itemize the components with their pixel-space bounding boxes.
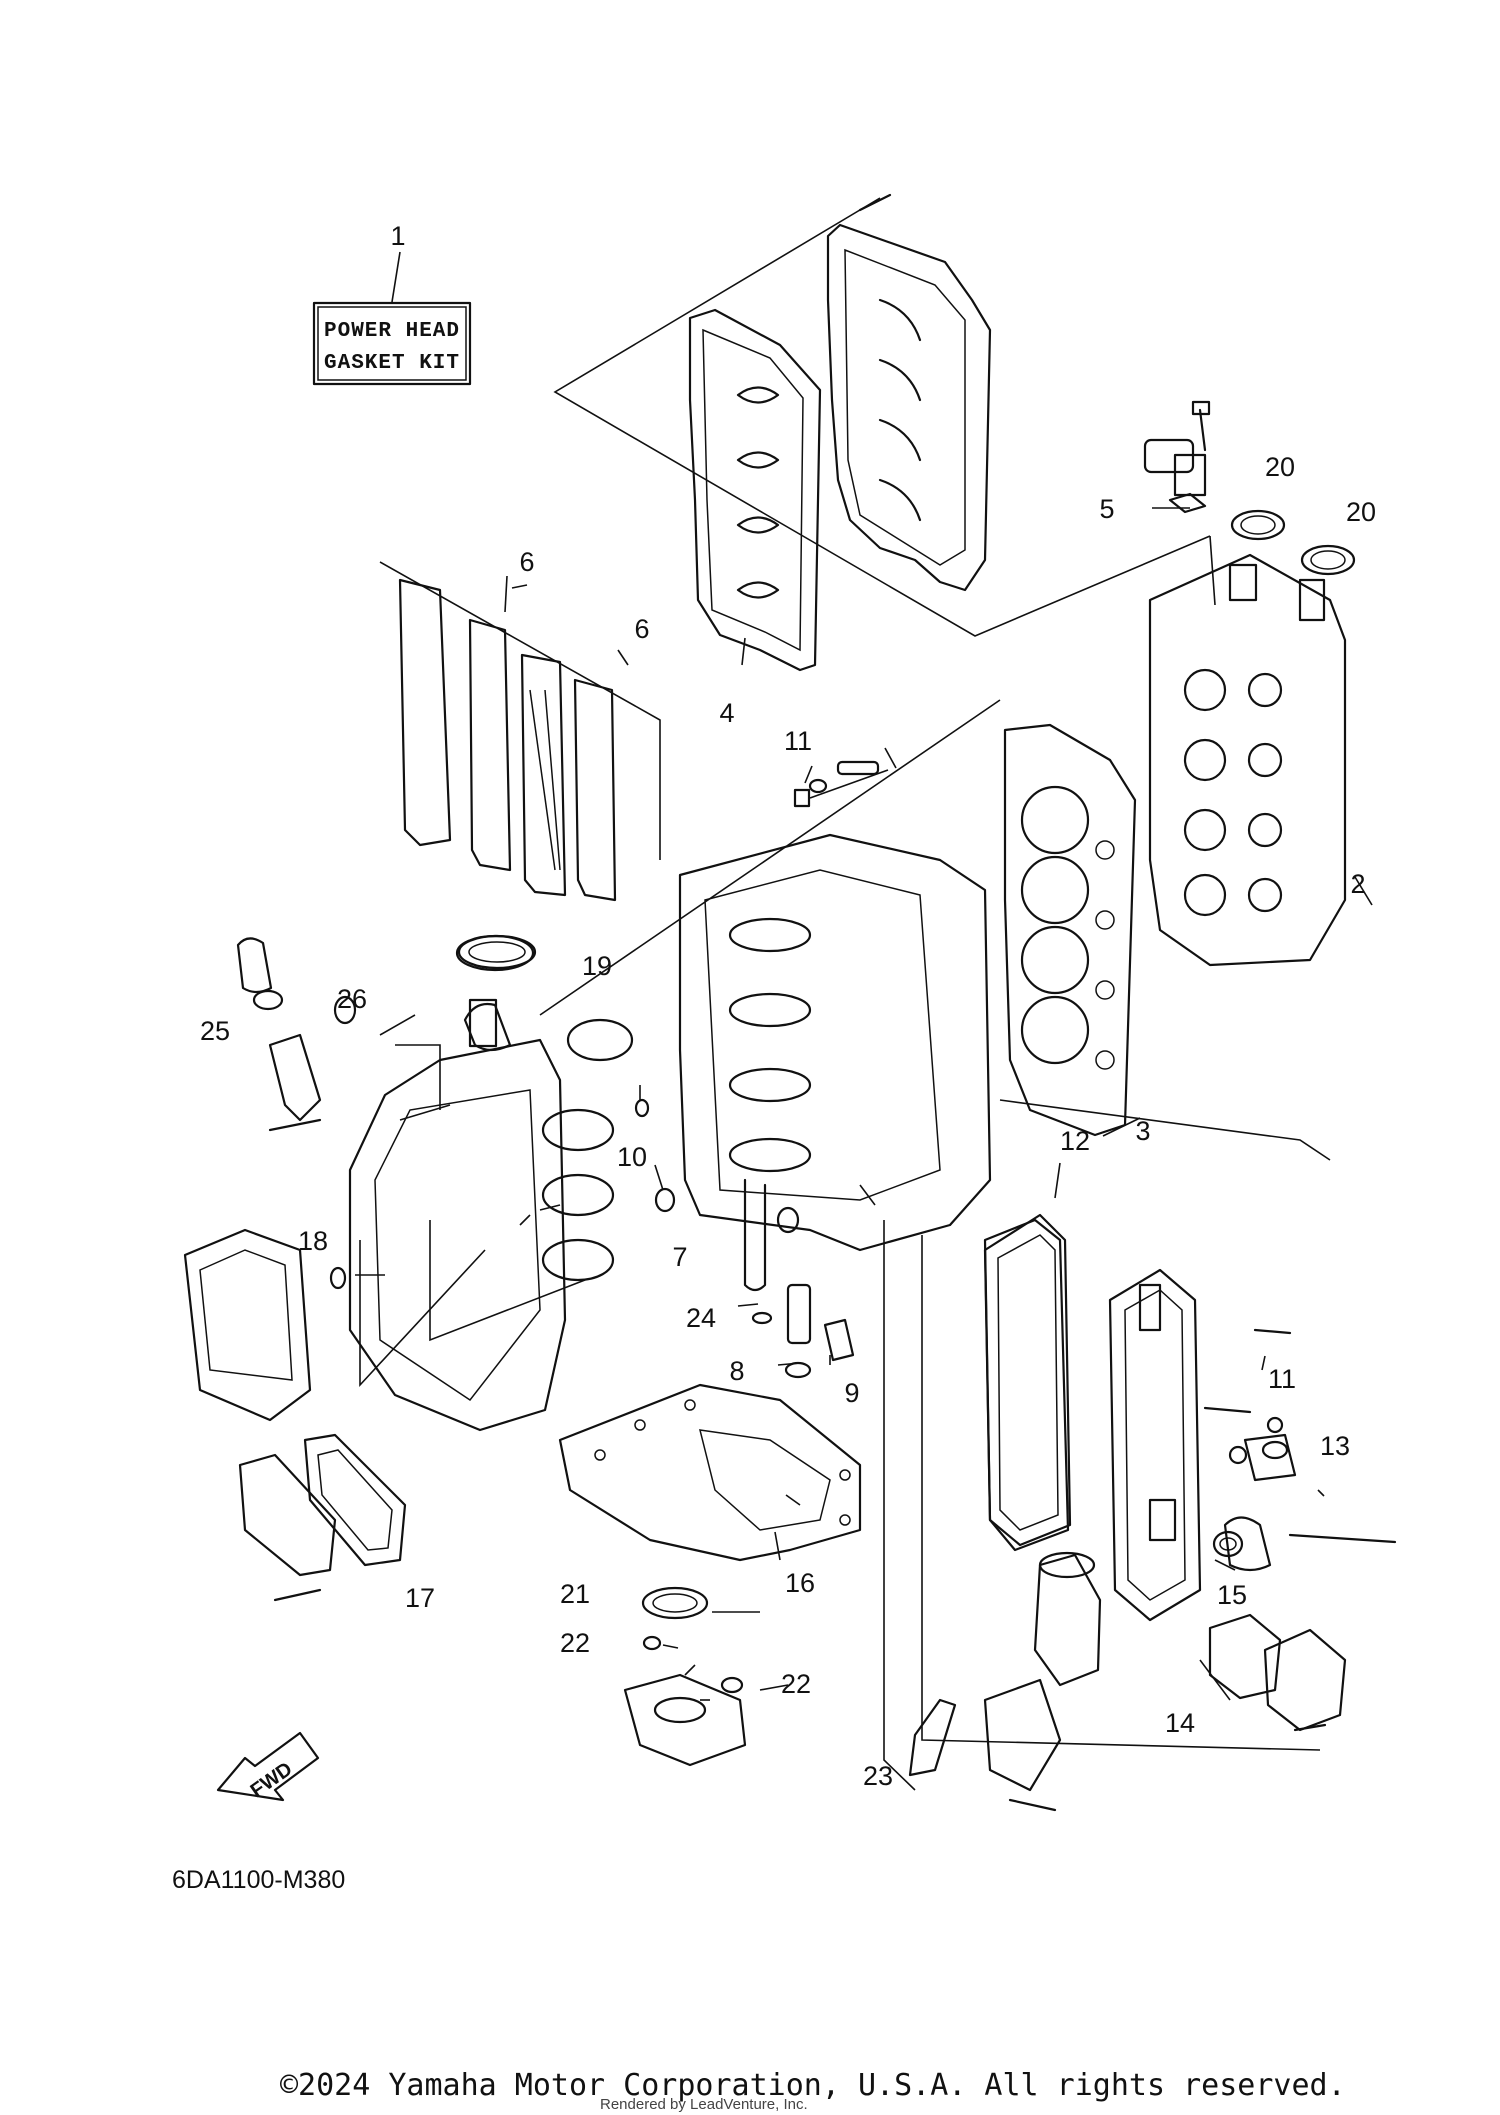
callout-4: 4: [719, 698, 734, 728]
callout-2: 2: [1350, 869, 1365, 899]
oil-filter-assembly: [908, 1551, 1102, 1812]
callout-17: 17: [405, 1583, 435, 1613]
cylinder-head-cover: [826, 193, 992, 592]
oil-control-valve: [1143, 400, 1211, 514]
leader-lines: [355, 197, 1373, 1791]
exhaust-guide-gasket: [558, 1383, 862, 1562]
callout-22a: 22: [560, 1628, 590, 1658]
callout-25: 25: [200, 1016, 230, 1046]
callout-20b: 20: [1346, 497, 1376, 527]
callout-26: 26: [337, 984, 367, 1014]
callout-18: 18: [298, 1226, 328, 1256]
callout-9: 9: [844, 1378, 859, 1408]
cylinder-head-gasket: [1003, 723, 1137, 1137]
callout-13: 13: [1320, 1431, 1350, 1461]
oil-strainer-assembly: [623, 1586, 747, 1767]
exhaust-gasket-12: [983, 1218, 1070, 1552]
callout-12: 12: [1060, 1126, 1090, 1156]
callout-14: 14: [1165, 1708, 1195, 1738]
rendered-by-credit: Rendered by LeadVenture, Inc.: [600, 2096, 808, 2113]
callout-21: 21: [560, 1579, 590, 1609]
crankshaft-oil-seal: [455, 934, 535, 972]
callout-20a: 20: [1265, 452, 1295, 482]
callout-6b: 6: [634, 614, 649, 644]
bolts-right: [1203, 1328, 1292, 1465]
exhaust-manifold-cover: [983, 1213, 1072, 1547]
anode-cover-gasket-14: [1208, 1613, 1347, 1732]
callout-5: 5: [1099, 494, 1114, 524]
callout-10: 10: [617, 1142, 647, 1172]
forward-direction-arrow: FWD: [216, 1731, 320, 1802]
kit-label-line2: GASKET KIT: [324, 352, 460, 375]
cylinder-head: [1148, 553, 1347, 967]
oil-seals-20: [1230, 509, 1356, 576]
thermostat-housing: [236, 937, 357, 1132]
crankcase-crankshaft-assembly: [348, 934, 634, 1432]
kit-label-line1: POWER HEAD: [324, 320, 460, 343]
callout-3: 3: [1135, 1116, 1150, 1146]
thermostat-cover-13: [1223, 1433, 1397, 1572]
callout-23: 23: [863, 1761, 893, 1791]
callout-7: 7: [672, 1242, 687, 1272]
callout-15: 15: [1217, 1580, 1247, 1610]
callout-11b: 11: [1268, 1364, 1296, 1394]
callout-11a: 11: [784, 726, 812, 756]
callout-16: 16: [785, 1568, 815, 1598]
exhaust-cover-plate: [1108, 1268, 1202, 1622]
callout-8: 8: [729, 1356, 744, 1386]
cylinder-block: [678, 833, 992, 1292]
callout-numbers: 1 2 3 4 5 6 6 7 8 9 10 11 11 12 13 14 15…: [200, 221, 1376, 1791]
callout-24: 24: [686, 1303, 716, 1333]
callout-19: 19: [582, 951, 612, 981]
copyright-notice: ©2024 Yamaha Motor Corporation, U.S.A. A…: [280, 2068, 1346, 2103]
oil-pump-body: [183, 1228, 347, 1422]
oil-pump-cover-gasket: [238, 1433, 407, 1602]
exhaust-cover-plates: [398, 578, 617, 902]
oil-seal-15: [1212, 1530, 1244, 1558]
callout-1: 1: [390, 221, 405, 251]
kit-label-box: POWER HEAD GASKET KIT: [312, 301, 472, 386]
callout-22b: 22: [781, 1669, 811, 1699]
callout-6a: 6: [519, 547, 534, 577]
head-cover-gasket: [688, 308, 822, 672]
reference-code: 6DA1100-M380: [172, 1866, 345, 1894]
block-small-parts: [634, 760, 880, 1379]
